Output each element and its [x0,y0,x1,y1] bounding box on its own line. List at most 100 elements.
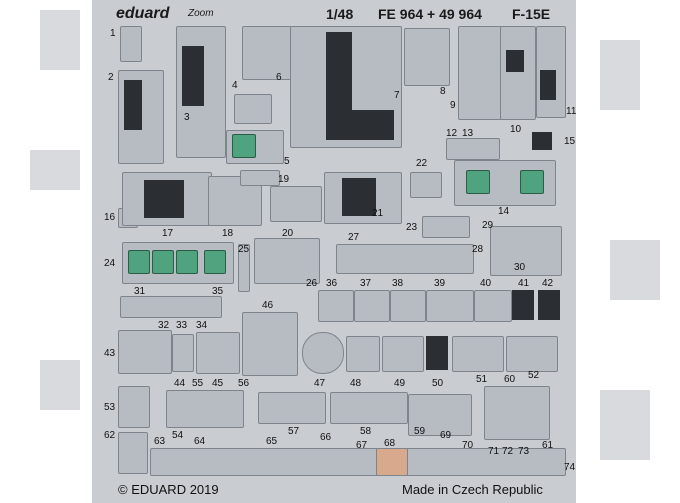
part-number-23: 23 [406,222,418,233]
part-number-68: 68 [384,438,396,449]
part-number-51: 51 [476,374,488,385]
part-number-73: 73 [518,446,530,457]
part-number-14: 14 [498,206,510,217]
part-number-25: 25 [238,244,250,255]
part-number-59: 59 [414,426,426,437]
part-number-37: 37 [360,278,372,289]
aircraft-name: F-15E [512,6,551,22]
part-24-screen-3 [176,250,198,274]
part-number-8: 8 [440,86,446,97]
part-52 [506,336,558,372]
part-number-20: 20 [282,228,294,239]
part-number-52: 52 [528,370,540,381]
part-62 [118,432,148,474]
part-number-15: 15 [564,136,576,147]
part-38 [390,290,426,322]
part-24-screen-2 [152,250,174,274]
part-49 [382,336,424,372]
part-53 [118,386,150,428]
part-41 [512,290,534,320]
part-number-24: 24 [104,258,116,269]
part-4 [234,94,272,124]
part-number-1: 1 [110,28,116,39]
part-number-7: 7 [394,90,400,101]
part-number-5: 5 [284,156,290,167]
bg-ghost-right-3 [600,390,650,460]
part-number-48: 48 [350,378,362,389]
part-number-39: 39 [434,278,446,289]
part-12-13 [446,138,500,160]
part-number-43: 43 [104,348,116,359]
part-17-detail [144,180,184,218]
part-number-70: 70 [462,440,474,451]
part-25 [238,244,250,292]
part-63-74 [150,448,566,476]
part-number-42: 42 [542,278,554,289]
part-number-17: 17 [162,228,174,239]
part-number-21: 21 [372,208,384,219]
bg-ghost-right-2 [610,240,660,300]
part-37 [354,290,390,322]
part-number-13: 13 [462,128,474,139]
part-26 [254,238,320,284]
part-24-screen-4 [204,250,226,274]
part-number-9: 9 [450,100,456,111]
part-number-10: 10 [510,124,522,135]
part-number-32: 32 [158,320,170,331]
part-number-62: 62 [104,430,116,441]
part-58 [330,392,408,424]
part-number-69: 69 [440,430,452,441]
part-19 [240,170,280,186]
bg-ghost-left-2 [30,150,80,190]
part-number-19: 19 [278,174,290,185]
part-43 [118,330,172,374]
part-number-61: 61 [542,440,554,451]
part-36 [318,290,354,322]
part-number-40: 40 [480,278,492,289]
part-54-56 [166,390,244,428]
part-23 [422,216,470,238]
part-number-71: 71 [488,446,500,457]
part-number-27: 27 [348,232,360,243]
part-number-58: 58 [360,426,372,437]
product-codes: FE 964 + 49 964 [378,6,482,22]
part-number-38: 38 [392,278,404,289]
part-1 [120,26,142,62]
part-5-screen [232,134,256,158]
part-7-panel-lower [326,110,394,140]
part-number-53: 53 [104,402,116,413]
part-number-6: 6 [276,72,282,83]
brand-logo: eduard [116,5,170,22]
part-number-11: 11 [566,106,577,117]
part-number-2: 2 [108,72,114,83]
part-43b [172,334,194,372]
part-47 [302,332,344,374]
part-number-63: 63 [154,436,166,447]
part-39 [426,290,474,322]
part-59 [408,394,472,436]
part-number-49: 49 [394,378,406,389]
part-68 [376,448,408,476]
part-46 [242,312,298,376]
part-number-66: 66 [320,432,332,443]
part-21-detail [342,178,376,216]
part-number-34: 34 [196,320,208,331]
part-3-detail [182,46,204,106]
part-number-46: 46 [262,300,274,311]
part-number-18: 18 [222,228,234,239]
part-6 [242,26,292,80]
part-14-screen-left [466,170,490,194]
part-31-34 [120,296,222,318]
part-9 [458,26,502,120]
copyright-text: © EDUARD 2019 [118,482,219,497]
part-number-29: 29 [482,220,494,231]
part-number-41: 41 [518,278,530,289]
part-number-26: 26 [306,278,318,289]
part-8 [404,28,450,86]
part-40 [474,290,512,322]
part-48 [346,336,380,372]
part-number-44: 44 [174,378,186,389]
part-number-72: 72 [502,446,514,457]
part-28-30 [490,226,562,276]
part-number-67: 67 [356,440,368,451]
